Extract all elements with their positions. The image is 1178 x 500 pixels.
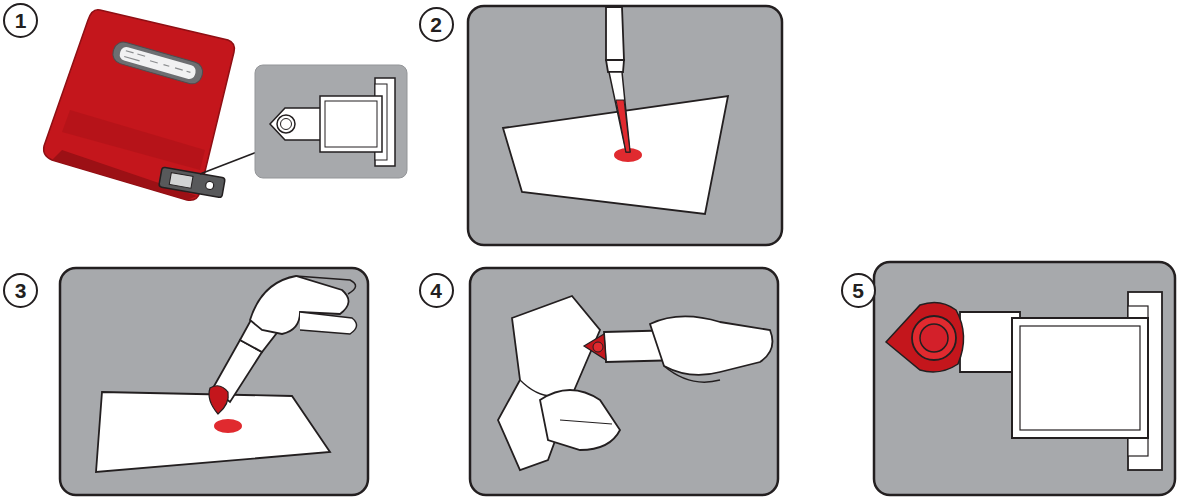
- drawing-part: [200, 150, 262, 174]
- step-number: 2: [419, 7, 454, 42]
- drawing-part: [560, 420, 612, 424]
- drawing-part: [60, 268, 368, 495]
- drawing-part: [609, 72, 630, 152]
- drawing-part: [124, 56, 139, 60]
- drawing-part: [150, 61, 158, 63]
- drawing-part: [214, 419, 242, 433]
- result-panel: [874, 262, 1175, 495]
- drawing-part: [118, 45, 197, 80]
- drawing-part: [270, 108, 322, 140]
- drawing-part: [912, 316, 956, 360]
- step-number-text: 1: [15, 10, 27, 31]
- drawing-part: [300, 312, 357, 334]
- drawing-part: [874, 262, 1175, 495]
- drawing-part: [470, 268, 778, 495]
- step-number: 5: [841, 273, 876, 308]
- step-number: 1: [3, 3, 38, 38]
- pipette-panel: [468, 6, 782, 245]
- drawing-part: [1012, 318, 1148, 438]
- drawing-part: [296, 276, 356, 294]
- step-number-text: 3: [15, 280, 27, 301]
- drawing-part: [616, 100, 630, 152]
- strip-inset: [255, 65, 407, 178]
- step-number: 3: [3, 273, 38, 308]
- drawing-part: [503, 96, 728, 214]
- step-number-text: 5: [852, 280, 864, 301]
- wipe-panel: [470, 268, 778, 495]
- step-number: 4: [419, 273, 454, 308]
- drawing-part: [110, 40, 205, 87]
- drawing-part: [584, 334, 606, 360]
- device: [44, 10, 262, 201]
- apply-panel: [60, 268, 368, 495]
- drawing-part: [205, 181, 214, 190]
- drawing-part: [175, 68, 183, 70]
- drawing-part: [650, 316, 772, 374]
- drawing-part: [159, 167, 226, 198]
- drawing-part: [920, 324, 948, 352]
- drawing-part: [540, 390, 620, 450]
- drawing-part: [886, 302, 964, 372]
- drawing-part: [159, 167, 226, 198]
- drawing-part: [277, 115, 295, 133]
- drawing-part: [124, 51, 191, 76]
- drawing-part: [606, 60, 624, 72]
- drawing-part: [126, 51, 134, 53]
- drawing-part: [468, 6, 782, 245]
- drawing-part: [320, 96, 382, 152]
- drawing-part: [664, 366, 720, 382]
- drawing-part: [593, 342, 603, 352]
- drawing-part: [281, 119, 292, 130]
- step-number-text: 2: [430, 14, 442, 35]
- drawing-part: [209, 386, 228, 414]
- drawing-part: [187, 71, 191, 72]
- step-number-text: 4: [430, 280, 442, 301]
- drawing-part: [110, 40, 205, 87]
- drawing-part: [137, 54, 145, 56]
- drawing-part: [255, 65, 407, 178]
- drawing-part: [163, 65, 169, 67]
- drawing-part: [606, 7, 624, 60]
- drawing-part: [325, 101, 377, 147]
- drawing-part: [52, 150, 197, 200]
- drawing-part: [169, 173, 193, 189]
- drawing-part: [1020, 326, 1140, 430]
